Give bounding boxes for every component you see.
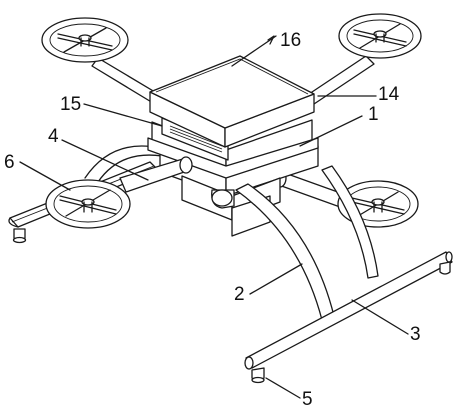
top-plate bbox=[149, 55, 315, 148]
left-foot-pad bbox=[12, 228, 27, 244]
front-foot-pad-left bbox=[251, 367, 265, 384]
landing-leg-right bbox=[321, 165, 379, 279]
label-14: 14 bbox=[378, 84, 400, 105]
propeller-back-right bbox=[338, 13, 422, 59]
propeller-back-left bbox=[41, 17, 129, 63]
arm-front-left bbox=[119, 156, 193, 193]
label-5: 5 bbox=[302, 389, 313, 410]
label-2: 2 bbox=[234, 284, 245, 305]
propeller-front-left bbox=[45, 179, 131, 229]
label-16: 16 bbox=[280, 30, 301, 51]
front-foot-pad-right bbox=[439, 261, 451, 275]
label-1: 1 bbox=[368, 104, 379, 125]
label-15: 15 bbox=[60, 94, 81, 115]
label-6: 6 bbox=[4, 152, 15, 173]
front-skid bbox=[244, 251, 453, 370]
label-3: 3 bbox=[410, 324, 421, 345]
leader-lines bbox=[19, 35, 409, 399]
label-4: 4 bbox=[48, 126, 59, 147]
